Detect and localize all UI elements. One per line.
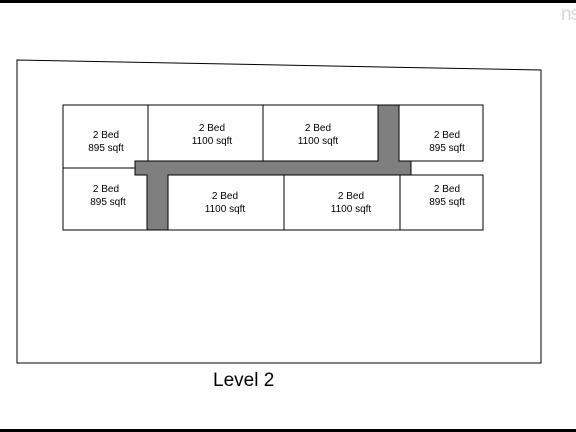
unit-top-2-area: 1100 sqft <box>192 136 233 147</box>
unit-bottom-3 <box>283 174 401 231</box>
unit-top-3-area: 1100 sqft <box>298 136 339 147</box>
unit-bottom-3-area: 1100 sqft <box>331 204 372 215</box>
unit-top-2-beds: 2 Bed <box>199 123 225 134</box>
unit-top-4-area: 895 sqft <box>429 143 465 154</box>
unit-bottom-2-area: 1100 sqft <box>205 204 246 215</box>
unit-bottom-1-beds: 2 Bed <box>93 184 119 195</box>
site-outline <box>16 59 542 364</box>
corridor <box>134 104 412 231</box>
corner-logo: ns <box>561 4 576 25</box>
top-border-bar <box>0 0 576 3</box>
unit-bottom-4-beds: 2 Bed <box>434 184 460 195</box>
unit-bottom-4 <box>399 174 484 231</box>
unit-bottom-1-area: 895 sqft <box>90 197 126 208</box>
level-label: Level 2 <box>213 370 275 391</box>
unit-top-1-area: 895 sqft <box>88 143 124 154</box>
unit-bottom-3-beds: 2 Bed <box>338 191 364 202</box>
unit-top-1-beds: 2 Bed <box>93 130 119 141</box>
unit-bottom-2-beds: 2 Bed <box>212 191 238 202</box>
unit-bottom-4-area: 895 sqft <box>429 197 465 208</box>
unit-bottom-2 <box>167 174 285 231</box>
bottom-border-bar <box>0 429 576 432</box>
unit-top-3-beds: 2 Bed <box>305 123 331 134</box>
unit-top-4-beds: 2 Bed <box>434 130 460 141</box>
